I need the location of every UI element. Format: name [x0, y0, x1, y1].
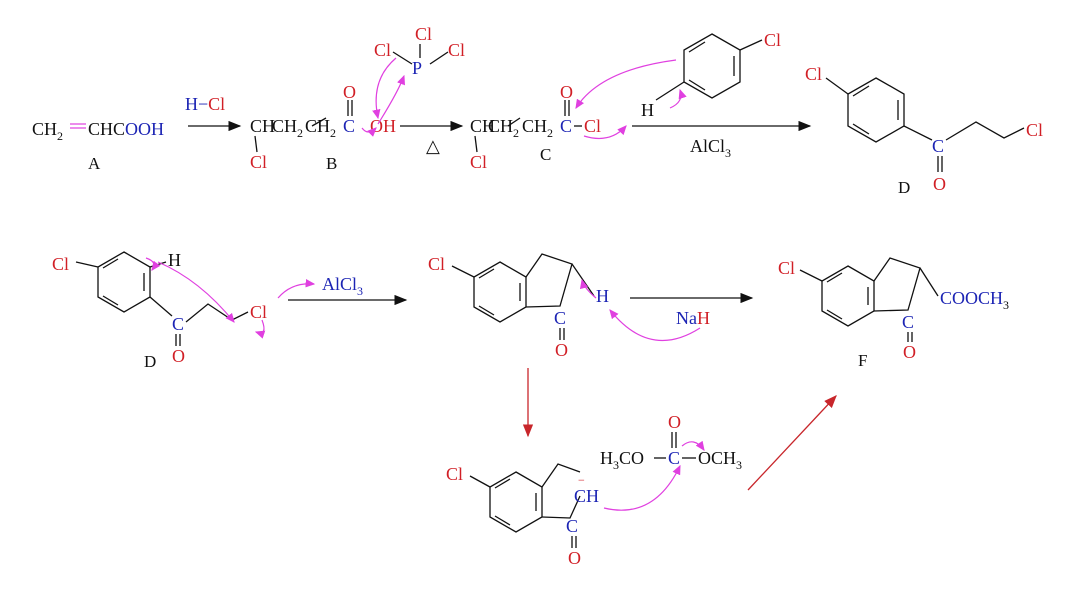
svg-text:O: O: [172, 346, 185, 366]
svg-text:Cl: Cl: [250, 152, 267, 172]
label-a: A: [88, 154, 101, 173]
svg-text:H−Cl: H−Cl: [185, 94, 225, 114]
svg-text:O: O: [568, 548, 581, 568]
svg-text:CH2: CH2: [32, 119, 63, 143]
svg-text:CHCOOH: CHCOOH: [88, 119, 164, 139]
svg-text:CH: CH: [250, 116, 275, 136]
svg-text:O: O: [560, 82, 573, 102]
svg-text:C: C: [554, 308, 566, 328]
svg-text:NaH: NaH: [676, 308, 710, 328]
svg-text:Cl: Cl: [448, 40, 465, 60]
svg-text:H: H: [596, 286, 609, 306]
svg-text:Cl: Cl: [584, 116, 601, 136]
svg-text:Cl: Cl: [415, 24, 432, 44]
label-c: C: [540, 145, 551, 164]
svg-text:O: O: [668, 412, 681, 432]
svg-text:△: △: [426, 136, 440, 156]
reagent-pcl3: Cl Cl Cl P: [372, 24, 465, 125]
step-a-b: H−Cl: [185, 94, 242, 132]
svg-text:Cl: Cl: [52, 254, 69, 274]
reagent-dimethyl-carbonate: H3CO C O OCH3: [600, 412, 742, 472]
svg-text:Cl: Cl: [374, 40, 391, 60]
svg-text:O: O: [555, 340, 568, 360]
compound-c: CH CH2 Cl CH2 C O Cl C: [470, 82, 627, 172]
svg-text:O: O: [903, 342, 916, 362]
step-c-d: AlCl3: [632, 120, 812, 160]
step-b-c: △: [400, 120, 464, 156]
intermediate-carbanion: Cl CH − C O: [446, 463, 681, 568]
label-d-bottom: D: [144, 352, 156, 371]
step-d-i1: AlCl3: [288, 274, 408, 306]
svg-text:AlCl3: AlCl3: [690, 136, 731, 160]
label-d-top: D: [898, 178, 910, 197]
svg-text:Cl: Cl: [470, 152, 487, 172]
svg-text:CH2: CH2: [488, 116, 519, 140]
reagent-chlorobenzene: Cl H: [575, 30, 781, 120]
compound-b: CH CH2 Cl CH2 C O OH B: [250, 82, 396, 173]
svg-text:O: O: [933, 174, 946, 194]
svg-text:OCH3: OCH3: [698, 448, 742, 472]
compound-d-mechanism: Cl H C O Cl D: [52, 250, 316, 371]
compound-f: Cl C O COOCH3 F: [778, 257, 1009, 370]
svg-text:C: C: [566, 516, 578, 536]
step-i1-f: NaH: [630, 292, 754, 328]
svg-text:C: C: [932, 136, 944, 156]
svg-text:H3CO: H3CO: [600, 448, 644, 472]
svg-text:Cl: Cl: [764, 30, 781, 50]
svg-text:H: H: [168, 250, 181, 270]
label-b: B: [326, 154, 337, 173]
compound-d: Cl C O Cl D: [805, 64, 1043, 197]
svg-text:Cl: Cl: [446, 464, 463, 484]
svg-text:Cl: Cl: [778, 258, 795, 278]
svg-text:Cl: Cl: [1026, 120, 1043, 140]
svg-text:C: C: [668, 448, 680, 468]
svg-text:AlCl3: AlCl3: [322, 274, 363, 298]
svg-text:P: P: [412, 58, 422, 78]
svg-text:−: −: [578, 473, 585, 487]
svg-text:C: C: [560, 116, 572, 136]
svg-text:Cl: Cl: [805, 64, 822, 84]
compound-a: CH2 CHCOOH A: [32, 119, 164, 173]
svg-text:CH2: CH2: [522, 116, 553, 140]
svg-text:CH2: CH2: [272, 116, 303, 140]
svg-text:C: C: [343, 116, 355, 136]
svg-text:O: O: [343, 82, 356, 102]
svg-text:C: C: [902, 312, 914, 332]
svg-text:CH2: CH2: [305, 116, 336, 140]
svg-text:C: C: [172, 314, 184, 334]
svg-text:H: H: [641, 100, 654, 120]
alternate-pathway-arrows: [522, 368, 837, 491]
svg-text:CH: CH: [470, 116, 495, 136]
svg-text:OH: OH: [370, 116, 396, 136]
label-f: F: [858, 351, 867, 370]
intermediate-indanone: Cl C O H: [428, 253, 701, 360]
svg-text:COOCH3: COOCH3: [940, 288, 1009, 312]
svg-text:Cl: Cl: [250, 302, 267, 322]
svg-text:CH: CH: [574, 486, 599, 506]
svg-text:Cl: Cl: [428, 254, 445, 274]
